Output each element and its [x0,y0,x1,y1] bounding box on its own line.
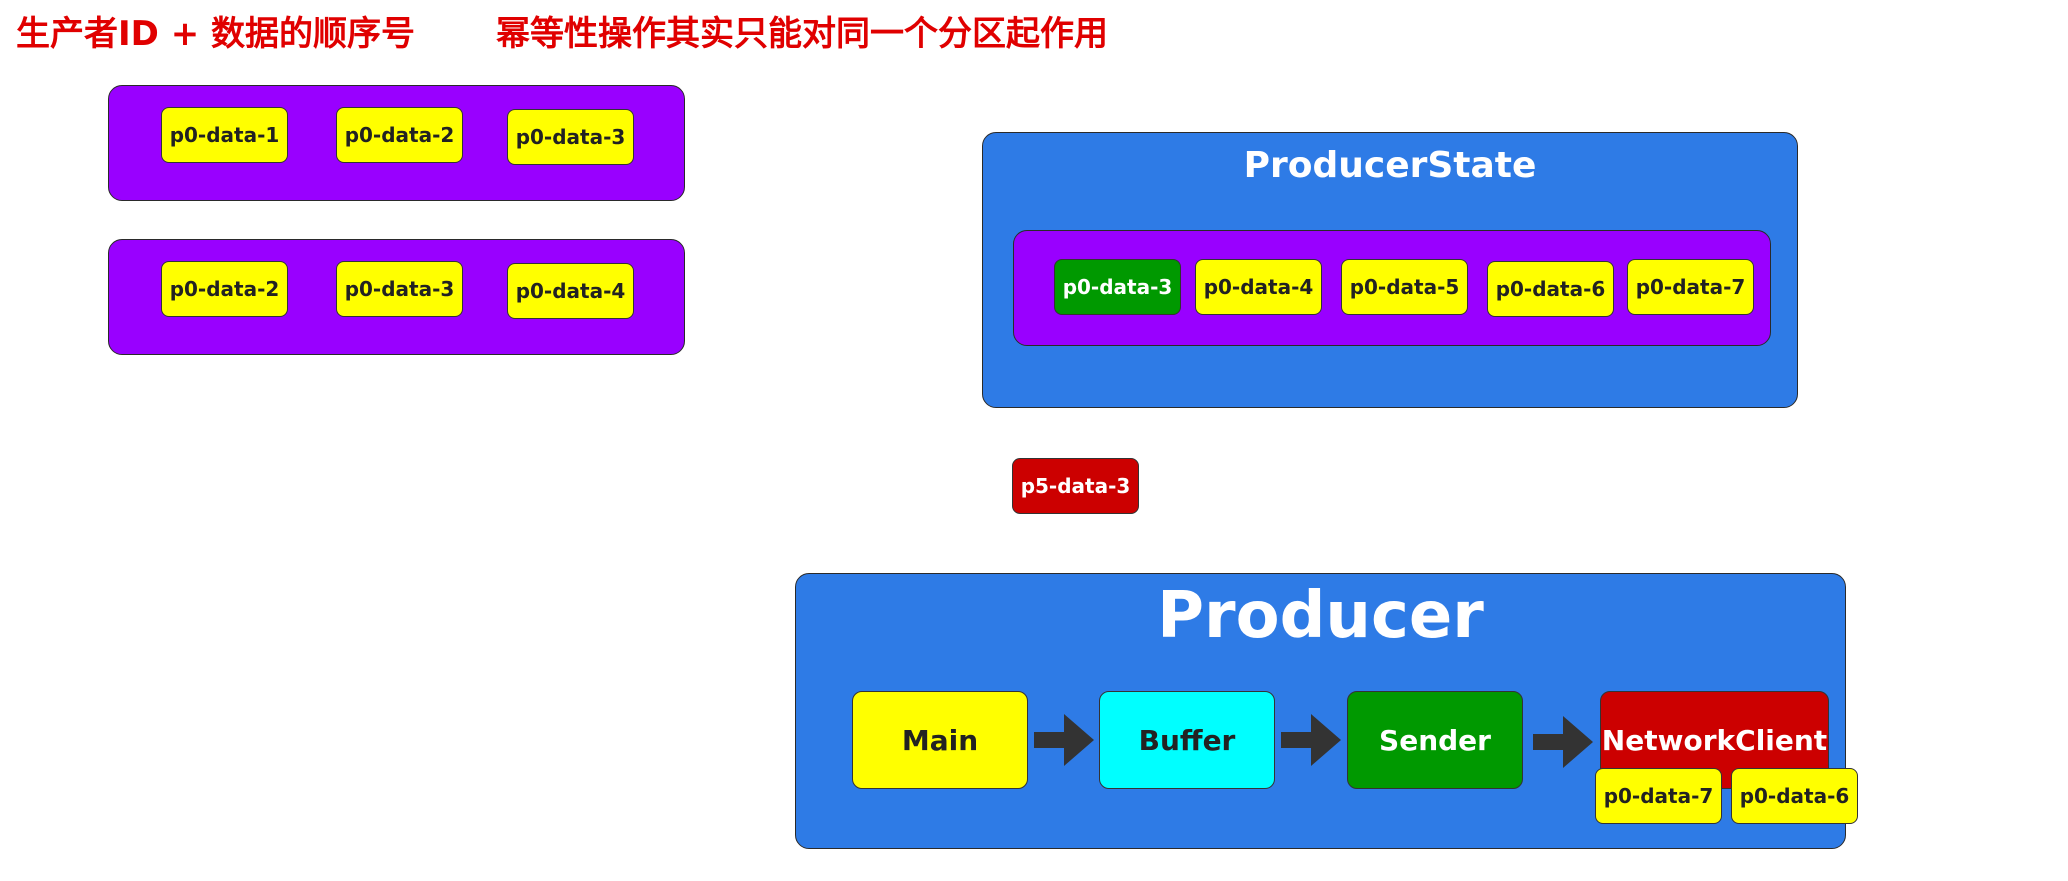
batch-1-chip-3: p0-data-3 [507,109,634,165]
inflight-chip-1: p0-data-7 [1595,768,1722,824]
producer-state-batch: p0-data-3 p0-data-4 p0-data-5 p0-data-6 … [1013,230,1771,346]
arrow-right-icon [1275,708,1347,772]
state-chip-5: p0-data-7 [1627,259,1754,315]
producer-title: Producer [1157,579,1484,653]
producer-state-title: ProducerState [1243,145,1537,186]
batch-panel-2: p0-data-2 p0-data-3 p0-data-4 [108,239,685,355]
state-chip-4: p0-data-6 [1487,261,1614,317]
stage-main: Main [852,691,1028,789]
producer-panel: Producer Main Buffer Sender NetworkClien… [795,573,1858,849]
state-chip-2: p0-data-4 [1195,259,1322,315]
title-right: 幂等性操作其实只能对同一个分区起作用 [496,14,1108,54]
state-chip-accepted: p0-data-3 [1054,259,1181,315]
batch-1-chip-2: p0-data-2 [336,107,463,163]
batch-1-chip-1: p0-data-1 [161,107,288,163]
batch-2-chip-3: p0-data-4 [507,263,634,319]
batch-2-chip-2: p0-data-3 [336,261,463,317]
state-chip-3: p0-data-5 [1341,259,1468,315]
arrow-right-icon [1028,708,1100,772]
rejected-chip: p5-data-3 [1012,458,1139,514]
inflight-chip-2: p0-data-6 [1731,768,1858,824]
stage-buffer: Buffer [1099,691,1275,789]
title-left: 生产者ID + 数据的顺序号 [16,14,416,54]
stage-sender: Sender [1347,691,1523,789]
arrow-right-icon [1527,710,1599,774]
producer-state-panel: ProducerState p0-data-3 p0-data-4 p0-dat… [982,132,1798,408]
batch-panel-1: p0-data-1 p0-data-2 p0-data-3 [108,85,685,201]
batch-2-chip-1: p0-data-2 [161,261,288,317]
